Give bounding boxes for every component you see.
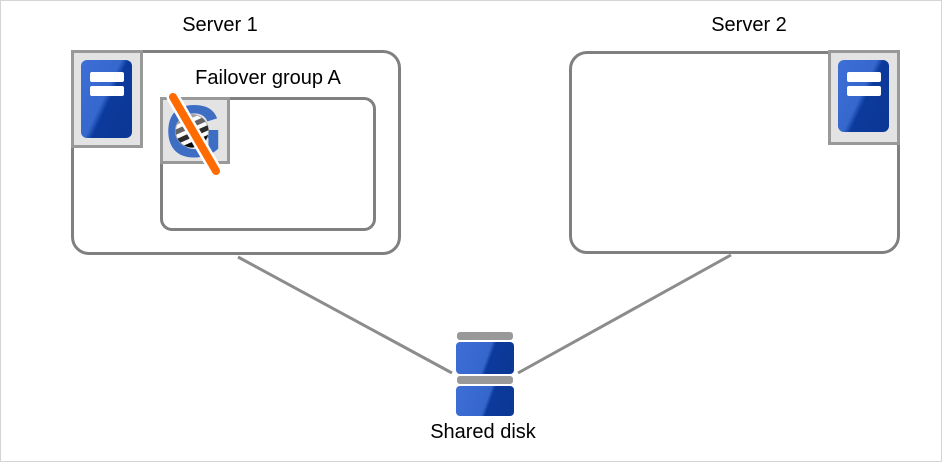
failover-group-label: Failover group A bbox=[195, 67, 341, 89]
server-icon bbox=[81, 60, 132, 138]
server2-to-disk-line bbox=[517, 253, 732, 375]
shared-disk-label: Shared disk bbox=[430, 421, 536, 443]
server-icon-slot bbox=[90, 86, 124, 96]
server-icon-slot bbox=[847, 72, 881, 82]
server-icon bbox=[838, 60, 889, 132]
server1-icon bbox=[71, 50, 143, 148]
disk-body bbox=[456, 386, 514, 416]
server-icon-slot bbox=[847, 86, 881, 96]
server2-icon bbox=[828, 50, 900, 145]
server1-to-disk-line bbox=[237, 255, 453, 375]
stopped-slash-icon bbox=[166, 90, 223, 178]
server1-label: Server 1 bbox=[182, 14, 258, 36]
group-circular-arrow-globe-icon: G bbox=[165, 90, 223, 178]
disk-platter-bar bbox=[457, 376, 513, 384]
server2-label: Server 2 bbox=[711, 14, 787, 36]
disk-platter-bar bbox=[457, 332, 513, 340]
disk-body bbox=[456, 342, 514, 374]
server-icon-slot bbox=[90, 72, 124, 82]
failover-group-icon: G bbox=[160, 90, 230, 178]
